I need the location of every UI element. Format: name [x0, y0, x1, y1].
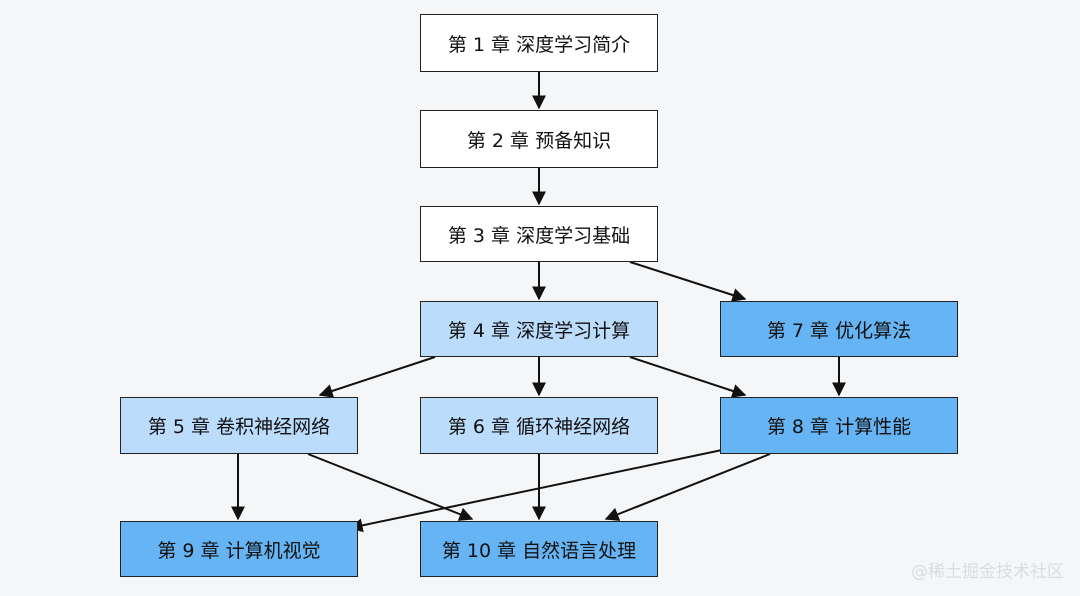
node-ch10: 第 10 章 自然语言处理 [420, 521, 658, 577]
watermark: @稀土掘金技术社区 [911, 562, 1064, 582]
node-ch1: 第 1 章 深度学习简介 [420, 14, 658, 72]
node-ch4: 第 4 章 深度学习计算 [420, 301, 658, 357]
edge-ch4-to-ch5 [318, 356, 436, 398]
edge-ch3-to-ch7 [629, 261, 747, 302]
edge-ch5-to-ch10 [307, 453, 474, 521]
node-ch5: 第 5 章 卷积神经网络 [120, 397, 358, 454]
node-ch2: 第 2 章 预备知识 [420, 110, 658, 168]
edge-ch8-to-ch9 [348, 449, 723, 533]
node-ch9: 第 9 章 计算机视觉 [120, 521, 358, 577]
edge-ch8-to-ch10 [604, 453, 771, 521]
node-ch7: 第 7 章 优化算法 [720, 301, 958, 357]
node-ch3: 第 3 章 深度学习基础 [420, 206, 658, 262]
node-ch6: 第 6 章 循环神经网络 [420, 397, 658, 454]
node-ch8: 第 8 章 计算性能 [720, 397, 958, 454]
edge-ch4-to-ch8 [629, 356, 747, 398]
